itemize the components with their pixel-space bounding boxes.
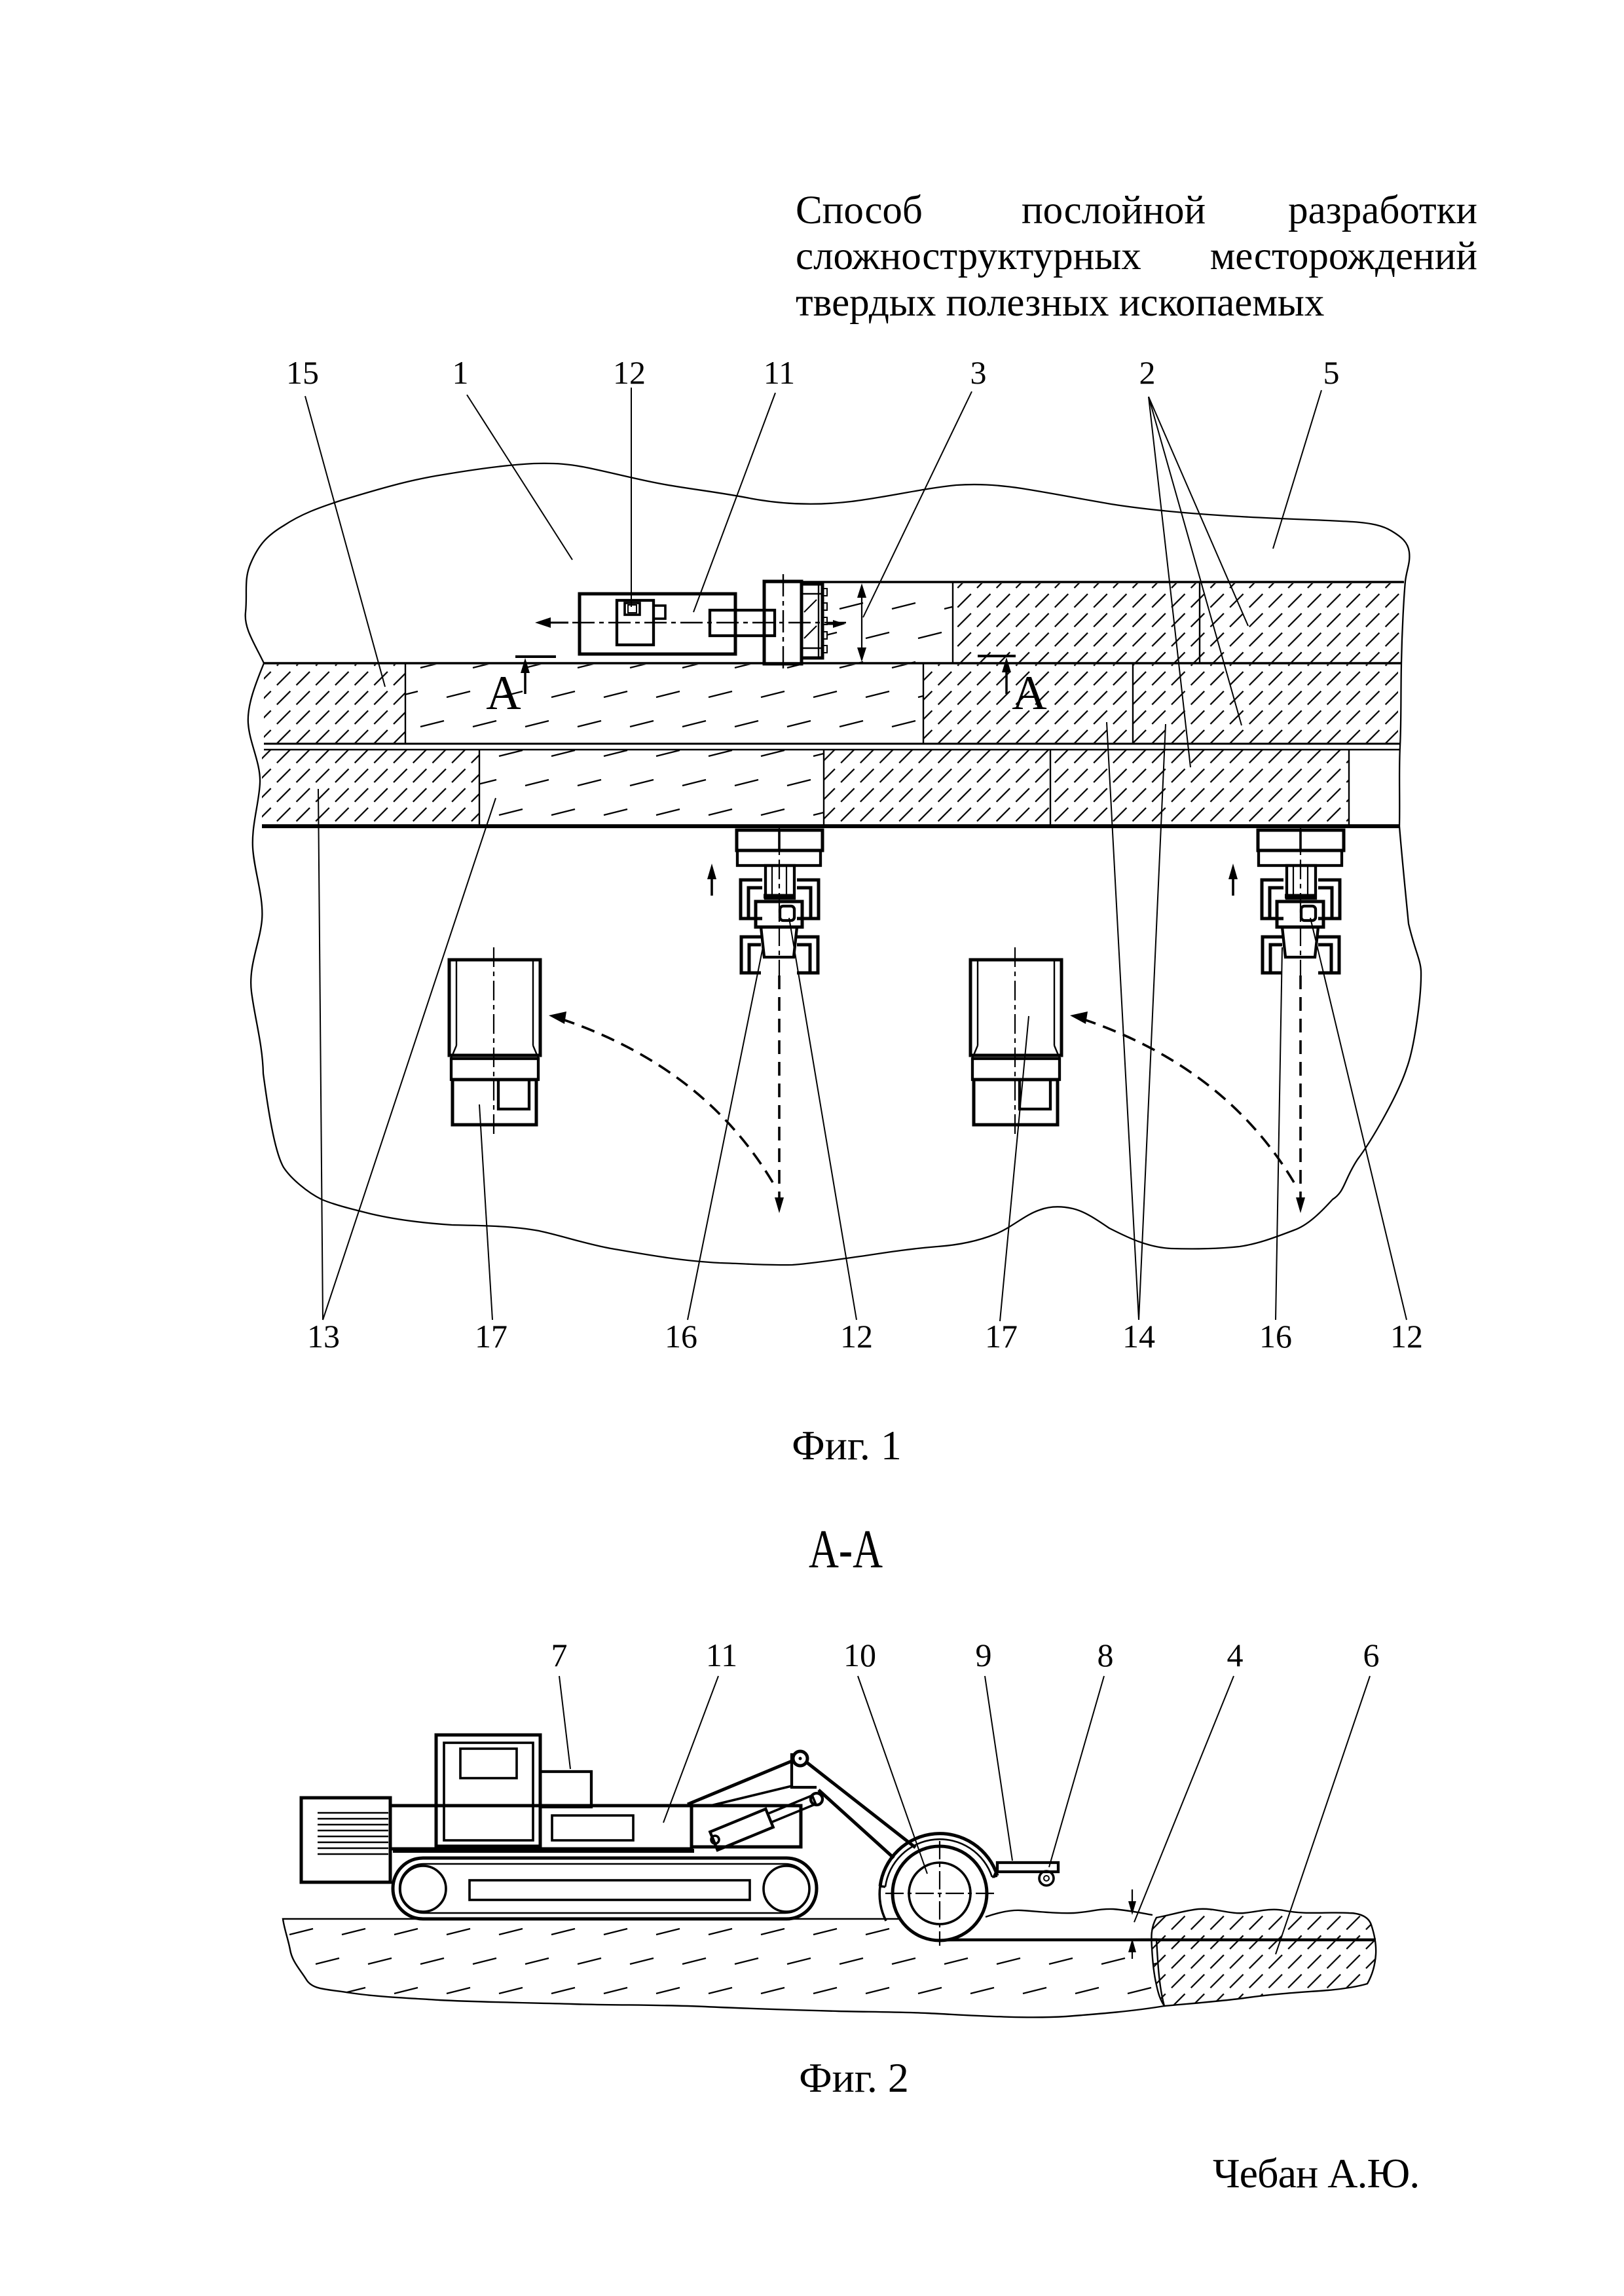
- svg-text:17: 17: [475, 1318, 507, 1355]
- svg-text:А: А: [1012, 666, 1046, 720]
- svg-text:месторождений: месторождений: [1210, 234, 1477, 278]
- svg-text:твердых полезных ископаемых: твердых полезных ископаемых: [796, 281, 1324, 325]
- svg-text:8: 8: [1098, 1637, 1114, 1673]
- svg-text:Способ: Способ: [796, 189, 923, 232]
- svg-text:Фиг. 2: Фиг. 2: [799, 2054, 909, 2101]
- svg-text:12: 12: [840, 1318, 873, 1355]
- svg-text:Фиг. 1: Фиг. 1: [792, 1422, 902, 1468]
- svg-text:14: 14: [1122, 1318, 1155, 1355]
- svg-text:13: 13: [307, 1318, 340, 1355]
- svg-text:разработки: разработки: [1288, 189, 1477, 232]
- svg-text:послойной: послойной: [1022, 189, 1206, 232]
- svg-text:А: А: [486, 666, 521, 720]
- svg-text:4: 4: [1227, 1637, 1244, 1673]
- svg-text:10: 10: [843, 1637, 876, 1673]
- svg-text:12: 12: [613, 354, 646, 391]
- svg-text:1: 1: [452, 354, 469, 391]
- svg-text:2: 2: [1139, 354, 1156, 391]
- svg-text:12: 12: [1390, 1318, 1423, 1355]
- svg-text:сложноструктурных: сложноструктурных: [796, 234, 1141, 278]
- svg-text:Чебан А.Ю.: Чебан А.Ю.: [1213, 2150, 1419, 2196]
- svg-text:6: 6: [1363, 1637, 1380, 1673]
- svg-text:5: 5: [1323, 354, 1340, 391]
- svg-text:11: 11: [764, 354, 795, 391]
- svg-text:11: 11: [706, 1637, 737, 1673]
- svg-text:17: 17: [985, 1318, 1018, 1355]
- svg-text:15: 15: [286, 354, 319, 391]
- svg-text:9: 9: [976, 1637, 992, 1673]
- svg-text:16: 16: [1259, 1318, 1292, 1355]
- svg-text:3: 3: [970, 354, 987, 391]
- svg-text:7: 7: [551, 1637, 568, 1673]
- svg-text:А-А: А-А: [809, 1519, 883, 1580]
- svg-text:16: 16: [665, 1318, 697, 1355]
